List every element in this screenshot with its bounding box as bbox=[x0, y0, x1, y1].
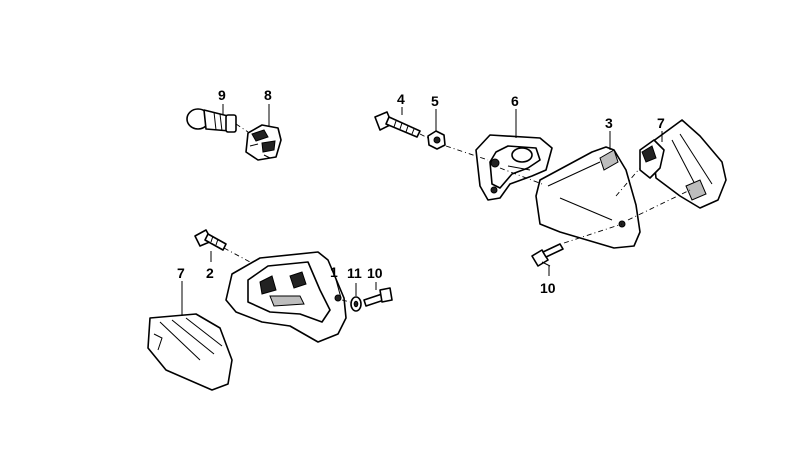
screw-part-4 bbox=[374, 111, 421, 138]
screw-left-part-10 bbox=[363, 287, 393, 307]
callout-6: 6 bbox=[511, 93, 519, 109]
callout-8: 8 bbox=[264, 87, 272, 103]
callout-3: 3 bbox=[605, 115, 613, 131]
screw-right-part-10 bbox=[531, 243, 564, 267]
callout-1: 1 bbox=[330, 264, 338, 280]
bulb-socket-part-8 bbox=[245, 124, 282, 161]
callout-11: 11 bbox=[347, 265, 362, 281]
mounting-bracket-part-6 bbox=[475, 134, 553, 201]
leader-lines bbox=[181, 104, 663, 316]
callout-2: 2 bbox=[206, 265, 214, 281]
nut-part-5 bbox=[427, 130, 446, 150]
bulb-part-9 bbox=[186, 108, 237, 133]
callout-5: 5 bbox=[431, 93, 439, 109]
callout-9: 9 bbox=[218, 87, 226, 103]
lens-right-part-7 bbox=[639, 119, 727, 209]
washer-part-11 bbox=[350, 296, 362, 312]
housing-part-3 bbox=[535, 146, 641, 249]
callout-7-left: 7 bbox=[177, 265, 185, 281]
assembly-axes bbox=[223, 123, 691, 303]
screw-part-2 bbox=[194, 229, 227, 251]
housing-part-1 bbox=[225, 251, 347, 343]
callout-10-left: 10 bbox=[367, 265, 383, 281]
callout-10-right: 10 bbox=[540, 280, 556, 296]
callout-7-right: 7 bbox=[657, 115, 665, 131]
callout-labels: 9 8 4 5 6 3 7 2 1 11 10 7 10 bbox=[177, 87, 665, 296]
callout-4: 4 bbox=[397, 91, 405, 107]
lens-left-part-7 bbox=[147, 313, 233, 391]
